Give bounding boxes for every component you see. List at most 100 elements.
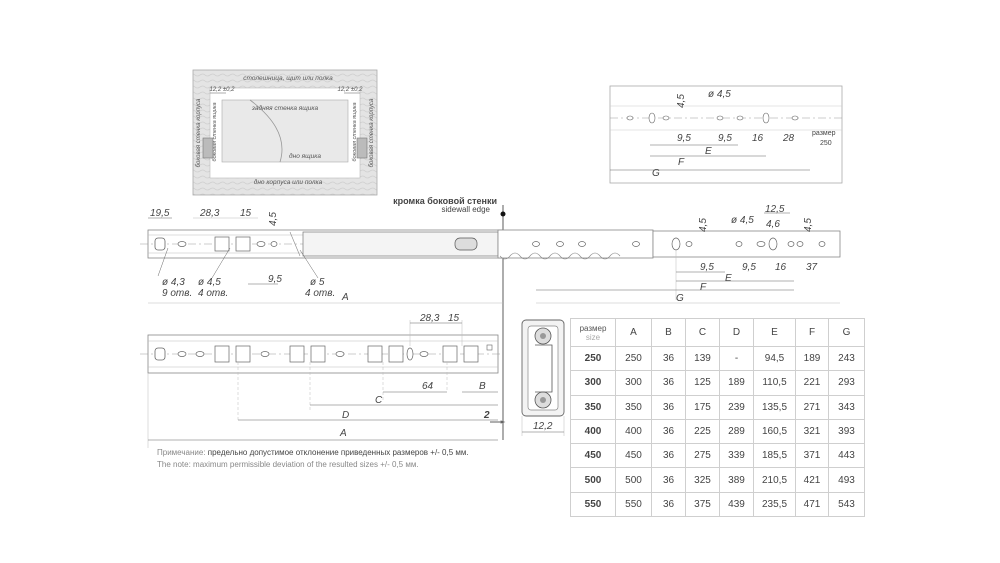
table-cell-e: 135,5 bbox=[753, 394, 796, 420]
dim-4-5-top: 4,5 bbox=[268, 212, 279, 226]
dim-12-5: 12,5 bbox=[765, 204, 785, 215]
dim-a-top: A bbox=[341, 292, 349, 303]
table-cell-b: 36 bbox=[651, 370, 686, 396]
col-c: C bbox=[685, 318, 720, 347]
dim-d: D bbox=[342, 410, 349, 421]
inset-box-side-right: боковая стенка ящика bbox=[352, 102, 358, 161]
dim-37: 37 bbox=[806, 262, 818, 273]
inset-gap-left: 12,2 ±0,2 bbox=[210, 87, 236, 93]
profile-dim-12-2: 12,2 bbox=[533, 421, 553, 432]
inset-side-wall-left: боковая стенка корпуса bbox=[196, 98, 202, 167]
col-e: E bbox=[753, 318, 796, 347]
table-cell-e: 185,5 bbox=[753, 443, 796, 469]
cabinet-section-inset: столешница, щит или полка дно корпуса ил… bbox=[192, 69, 378, 196]
table-cell-f: 371 bbox=[795, 443, 829, 469]
table-cell-c: 225 bbox=[685, 418, 720, 445]
inset-box-side-left: боковая стенка ящика bbox=[212, 102, 218, 161]
table-cell-a: 550 bbox=[615, 491, 652, 518]
table-cell-f: 421 bbox=[795, 467, 829, 493]
dim-15-top: 15 bbox=[240, 208, 252, 219]
dim-4-5-rr-a: 4,5 bbox=[698, 218, 709, 232]
detail-dim-e: E bbox=[705, 146, 712, 157]
detail-dim-28: 28 bbox=[782, 133, 795, 144]
size-header-cell: размер size bbox=[570, 318, 616, 347]
detail-dim-d4-5: ø 4,5 bbox=[708, 89, 731, 100]
table-cell-g: 343 bbox=[828, 394, 865, 420]
dim-a-bottom: A bbox=[339, 428, 347, 439]
table-cell-d: 339 bbox=[719, 443, 754, 469]
table-cell-a: 400 bbox=[615, 418, 652, 445]
table-cell-b: 36 bbox=[651, 418, 686, 445]
detail-size-value: 250 bbox=[820, 140, 832, 147]
table-cell-f: 271 bbox=[795, 394, 829, 420]
dim-f-rr: F bbox=[700, 282, 707, 293]
dim-64: 64 bbox=[422, 381, 434, 392]
table-cell-e: 160,5 bbox=[753, 418, 796, 445]
dim-28-3-bottom: 28,3 bbox=[419, 313, 440, 324]
dim-9-5-rr-a: 9,5 bbox=[700, 262, 714, 273]
table-cell-c: 139 bbox=[685, 345, 720, 372]
dim-4-5-rr-b: 4,5 bbox=[803, 218, 814, 232]
col-a: A bbox=[615, 318, 652, 347]
table-cell-g: 543 bbox=[828, 491, 865, 518]
table-cell-d: 239 bbox=[719, 394, 754, 420]
inset-back-label: задняя стенка ящика bbox=[251, 104, 319, 112]
table-cell-d: - bbox=[719, 345, 754, 372]
edge-label-ru: кромка боковой стенки bbox=[393, 196, 497, 206]
top-rail: 19,5 28,3 15 4,5 9,5 A ø 4,3 9 отв. ø 4,… bbox=[140, 204, 841, 304]
table-cell-f: 321 bbox=[795, 418, 829, 445]
dim-c: C bbox=[375, 395, 383, 406]
inset-side-wall-right: боковая стенка корпуса bbox=[369, 98, 375, 167]
table-cell-a: 500 bbox=[615, 467, 652, 493]
dim-b: B bbox=[479, 381, 486, 392]
table-cell-e: 94,5 bbox=[753, 345, 796, 372]
table-cell-b: 36 bbox=[651, 467, 686, 493]
dim-e-rr: E bbox=[725, 273, 732, 284]
hole-note-3-d: ø 5 bbox=[310, 277, 325, 288]
inset-gap-right: 12,2 ±0,2 bbox=[338, 87, 364, 93]
table-cell-g: 443 bbox=[828, 443, 865, 469]
table-cell-g: 393 bbox=[828, 418, 865, 445]
table-cell-g: 293 bbox=[828, 370, 865, 396]
edge-label-en: sidewall edge bbox=[442, 205, 491, 214]
hole-note-1-d: ø 4,3 bbox=[162, 277, 185, 288]
dim-g-rr: G bbox=[676, 293, 684, 304]
table-cell-a: 300 bbox=[615, 370, 652, 396]
table-cell-f: 471 bbox=[795, 491, 829, 518]
table-cell-e: 110,5 bbox=[753, 370, 796, 396]
hole-note-3-n: 4 отв. bbox=[305, 288, 335, 299]
col-d: D bbox=[719, 318, 754, 347]
bottom-rail: 28,3 15 64 B C D A 2 bbox=[140, 313, 506, 448]
detail-size-label: размер bbox=[812, 130, 836, 137]
note-ru-text: предельно допустимое отклонение приведен… bbox=[207, 448, 469, 457]
table-cell-d: 439 bbox=[719, 491, 754, 518]
dim-9-5-top: 9,5 bbox=[268, 274, 282, 285]
table-cell-e: 235,5 bbox=[753, 491, 796, 518]
row-size: 250 bbox=[570, 345, 616, 372]
table-cell-d: 189 bbox=[719, 370, 754, 396]
dim-19-5: 19,5 bbox=[150, 208, 170, 219]
table-cell-b: 36 bbox=[651, 394, 686, 420]
col-b: B bbox=[651, 318, 686, 347]
note-ru: Примечание: предельно допустимое отклоне… bbox=[157, 448, 469, 457]
inset-top-label: столешница, щит или полка bbox=[243, 75, 333, 82]
note-en: The note: maximum permissible deviation … bbox=[157, 460, 419, 469]
detail-dim-4-5: 4,5 bbox=[676, 94, 687, 108]
dim-4-6: 4,6 bbox=[766, 219, 780, 230]
col-g: G bbox=[828, 318, 865, 347]
dim-28-3-top: 28,3 bbox=[199, 208, 220, 219]
table-cell-g: 243 bbox=[828, 345, 865, 372]
detail-dim-16: 16 bbox=[752, 133, 764, 144]
row-size: 350 bbox=[570, 394, 616, 420]
dim-9-5-rr-b: 9,5 bbox=[742, 262, 756, 273]
note-ru-prefix: Примечание: bbox=[157, 448, 206, 457]
row-size: 400 bbox=[570, 418, 616, 445]
